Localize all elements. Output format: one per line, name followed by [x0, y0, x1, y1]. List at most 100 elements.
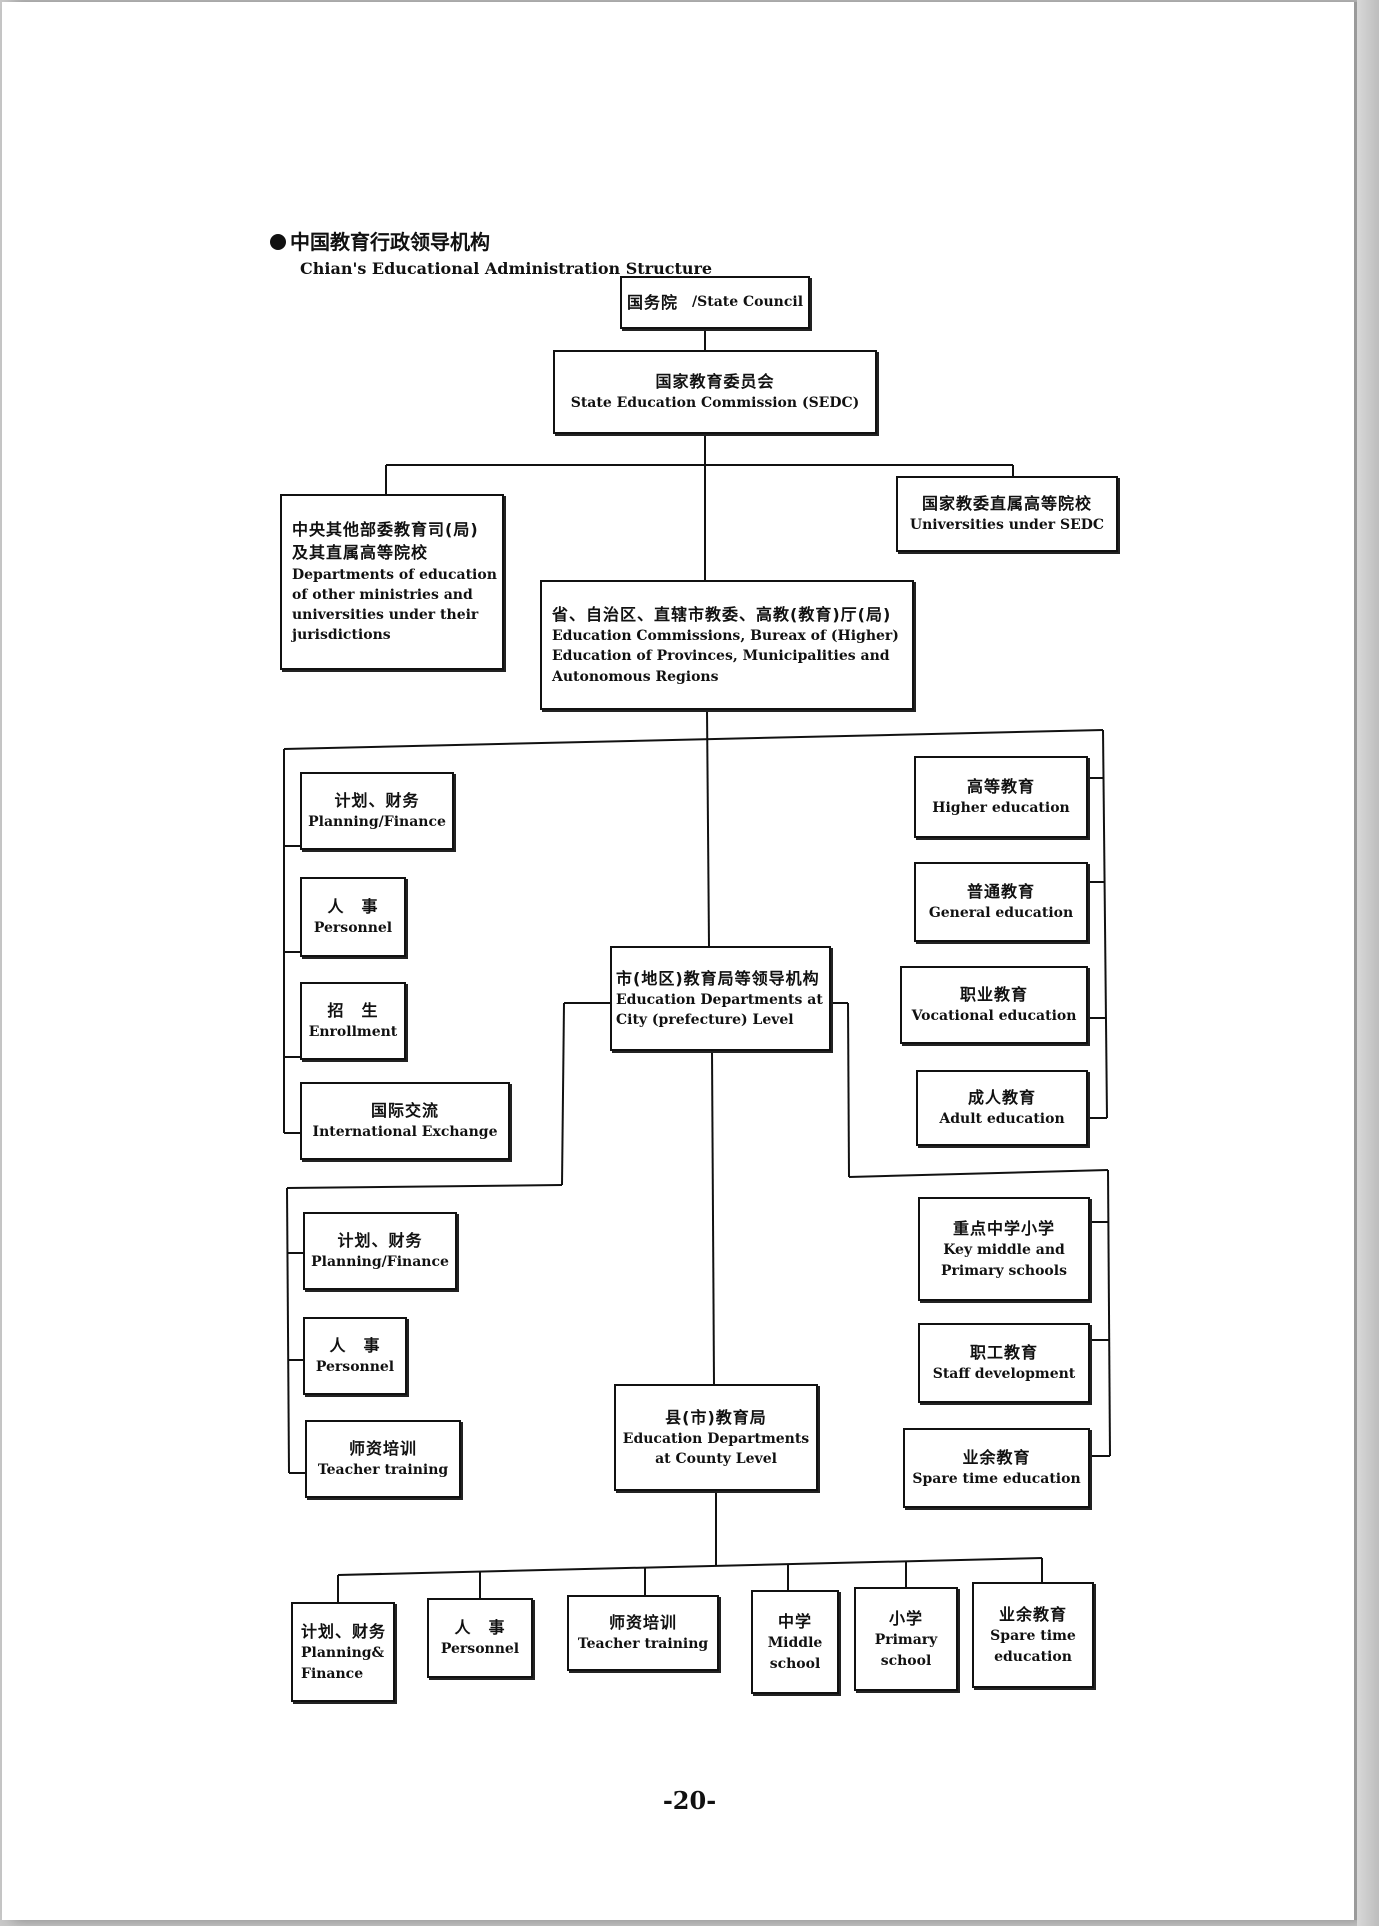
city-left-personnel: 人 事 Personnel	[303, 1317, 407, 1395]
city-left-teacher-training: 师资培训 Teacher training	[305, 1420, 461, 1498]
city-right-spare-time: 业余教育 Spare time education	[903, 1428, 1090, 1508]
city-right-staff-zh: 职工教育	[969, 1343, 1038, 1363]
node-sedc: 国家教育委员会 State Education Commission (SEDC…	[553, 350, 877, 434]
county-personnel-zh: 人 事	[454, 1618, 506, 1638]
node-state-council: 国务院/State Council	[620, 276, 810, 329]
city-left-personnel-en: Personnel	[315, 1359, 395, 1376]
county-planning-finance: 计划、财务 Planning& Finance	[291, 1602, 395, 1702]
city-en2: City (prefecture) Level	[616, 1012, 794, 1029]
other-ministries-en2: of other ministries and	[292, 586, 473, 603]
county-planning-zh: 计划、财务	[301, 1622, 387, 1642]
county-zh: 县(市)教育局	[665, 1407, 767, 1427]
county-primary-school: 小学 Primary school	[854, 1587, 958, 1691]
prov-left-international: 国际交流 International Exchange	[300, 1082, 510, 1160]
state-council-zh: 国务院	[626, 292, 678, 312]
node-county: 县(市)教育局 Education Departments at County …	[614, 1384, 818, 1491]
node-universities-sedc: 国家教委直属高等院校 Universities under SEDC	[896, 476, 1118, 552]
universities-sedc-zh: 国家教委直属高等院校	[921, 494, 1092, 514]
prov-right-vocational-en: Vocational education	[911, 1008, 1077, 1025]
city-left-teacher-zh: 师资培训	[348, 1439, 417, 1459]
prov-right-adult-en: Adult education	[939, 1111, 1065, 1128]
page-number: -20-	[662, 1786, 717, 1815]
sedc-en: State Education Commission (SEDC)	[570, 395, 860, 412]
city-right-spare-time-zh: 业余教育	[962, 1448, 1031, 1468]
prov-right-general-en: General education	[928, 905, 1074, 922]
universities-sedc-en: Universities under SEDC	[909, 517, 1105, 534]
county-primary-en1: Primary	[874, 1632, 938, 1649]
city-left-planning-zh: 计划、财务	[337, 1231, 423, 1251]
sedc-zh: 国家教育委员会	[655, 372, 775, 392]
prov-right-higher-zh: 高等教育	[966, 777, 1035, 797]
title-zh: 中国教育行政领导机构	[290, 230, 490, 254]
prov-right-adult-zh: 成人教育	[967, 1088, 1036, 1108]
city-right-key-schools: 重点中学小学 Key middle and Primary schools	[918, 1197, 1090, 1301]
prov-left-personnel-en: Personnel	[313, 920, 393, 937]
county-primary-en2: school	[880, 1652, 932, 1669]
provincial-en2: Education of Provinces, Municipalities a…	[552, 648, 890, 665]
prov-right-vocational-zh: 职业教育	[959, 985, 1028, 1005]
county-spare-time: 业余教育 Spare time education	[972, 1582, 1094, 1688]
prov-left-personnel: 人 事 Personnel	[300, 877, 406, 957]
node-other-ministries: 中央其他部委教育司(局) 及其直属高等院校 Departments of edu…	[280, 494, 504, 670]
city-right-key-schools-en1: Key middle and	[943, 1242, 1065, 1259]
prov-right-higher: 高等教育 Higher education	[914, 756, 1088, 838]
other-ministries-zh1: 中央其他部委教育司(局)	[292, 520, 479, 540]
county-middle-en1: Middle	[767, 1635, 823, 1652]
city-right-key-schools-en2: Primary schools	[941, 1262, 1067, 1279]
county-en1: Education Departments	[622, 1430, 810, 1447]
county-planning-en1: Planning&	[301, 1645, 385, 1662]
county-middle-zh: 中学	[777, 1612, 812, 1632]
city-left-planning-en: Planning/Finance	[311, 1254, 449, 1271]
prov-left-planning: 计划、财务 Planning/Finance	[300, 772, 454, 850]
provincial-zh: 省、自治区、直辖市教委、高教(教育)厅(局)	[552, 604, 892, 624]
city-right-staff-en: Staff development	[932, 1366, 1076, 1383]
county-teacher-en: Teacher training	[577, 1636, 709, 1653]
city-left-planning: 计划、财务 Planning/Finance	[303, 1212, 457, 1290]
city-right-staff: 职工教育 Staff development	[918, 1323, 1090, 1403]
node-provincial: 省、自治区、直辖市教委、高教(教育)厅(局) Education Commiss…	[540, 580, 914, 710]
other-ministries-en1: Departments of education	[292, 566, 497, 583]
city-right-key-schools-zh: 重点中学小学	[952, 1219, 1055, 1239]
city-left-personnel-zh: 人 事	[329, 1336, 381, 1356]
page-edge	[1357, 0, 1379, 1926]
prov-left-planning-en: Planning/Finance	[308, 814, 446, 831]
prov-right-adult: 成人教育 Adult education	[916, 1070, 1088, 1146]
bullet-icon	[270, 234, 286, 250]
prov-right-vocational: 职业教育 Vocational education	[900, 966, 1088, 1044]
city-zh: 市(地区)教育局等领导机构	[616, 968, 820, 988]
other-ministries-en3: universities under their	[292, 607, 479, 624]
prov-left-international-en: International Exchange	[312, 1124, 498, 1141]
city-right-spare-time-en: Spare time education	[912, 1471, 1081, 1488]
node-city: 市(地区)教育局等领导机构 Education Departments at C…	[610, 946, 831, 1051]
county-teacher-training: 师资培训 Teacher training	[567, 1595, 719, 1671]
county-teacher-zh: 师资培训	[608, 1613, 677, 1633]
county-personnel-en: Personnel	[440, 1641, 520, 1658]
title-en: Chian's Educational Administration Struc…	[300, 259, 713, 278]
other-ministries-en4: jurisdictions	[292, 627, 391, 644]
county-middle-school: 中学 Middle school	[751, 1590, 839, 1694]
diagram-title: 中国教育行政领导机构 Chian's Educational Administr…	[270, 226, 712, 278]
other-ministries-zh2: 及其直属高等院校	[292, 543, 429, 563]
county-en2: at County Level	[655, 1451, 777, 1468]
prov-left-enrollment-en: Enrollment	[308, 1024, 398, 1041]
prov-left-enrollment-zh: 招 生	[327, 1001, 379, 1021]
city-left-teacher-en: Teacher training	[317, 1462, 449, 1479]
county-middle-en2: school	[769, 1655, 821, 1672]
prov-left-international-zh: 国际交流	[370, 1101, 439, 1121]
county-spare-en1: Spare time	[990, 1628, 1076, 1645]
prov-left-enrollment: 招 生 Enrollment	[300, 982, 406, 1060]
prov-right-higher-en: Higher education	[932, 800, 1070, 817]
prov-right-general: 普通教育 General education	[914, 862, 1088, 942]
county-spare-zh: 业余教育	[998, 1605, 1067, 1625]
prov-left-personnel-zh: 人 事	[327, 897, 379, 917]
state-council-en: /State Council	[692, 294, 804, 311]
county-planning-en2: Finance	[301, 1665, 364, 1682]
provincial-en3: Autonomous Regions	[552, 668, 719, 685]
county-primary-zh: 小学	[888, 1609, 923, 1629]
city-en1: Education Departments at	[616, 991, 823, 1008]
prov-right-general-zh: 普通教育	[966, 882, 1035, 902]
county-spare-en2: education	[994, 1648, 1072, 1665]
prov-left-planning-zh: 计划、财务	[334, 791, 420, 811]
provincial-en1: Education Commissions, Bureax of (Higher…	[552, 628, 899, 645]
